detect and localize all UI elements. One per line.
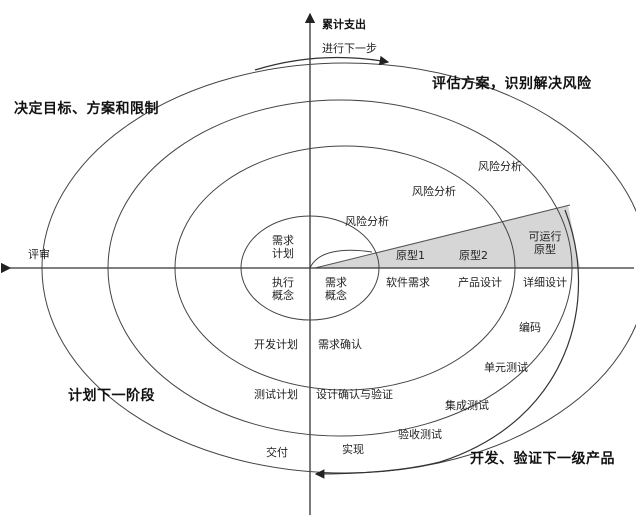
phase-software-req: 软件需求 (386, 276, 430, 289)
quadrant-bottom-right: 开发、验证下一级产品 (470, 451, 615, 467)
phase-operation-concept: 执行 概念 (272, 276, 294, 302)
risk-analysis-2: 风险分析 (412, 185, 456, 198)
step-acceptance-test: 验收测试 (398, 428, 442, 441)
step-integration-test: 集成测试 (445, 399, 489, 412)
forward-label: 进行下一步 (322, 42, 377, 55)
check-implementation: 实现 (342, 443, 364, 456)
quadrant-bottom-left: 计划下一阶段 (68, 388, 155, 404)
prototype-1: 原型1 (396, 249, 425, 262)
step-unit-test: 单元测试 (484, 361, 528, 374)
plan-delivery: 交付 (266, 446, 288, 459)
spiral-ring-2 (174, 145, 516, 391)
y-axis-title: 累计支出 (322, 18, 366, 31)
wedge-edge (314, 204, 571, 269)
risk-analysis-1: 风险分析 (345, 215, 389, 228)
spiral-ring-3 (107, 99, 573, 437)
check-requirements: 需求确认 (318, 338, 362, 351)
review-label: 评审 (28, 248, 50, 261)
plan-test: 测试计划 (254, 388, 298, 401)
risk-analysis-3: 风险分析 (478, 160, 522, 173)
phase-product-design: 产品设计 (458, 276, 502, 289)
plan-development: 开发计划 (254, 338, 298, 351)
phase-concept: 需求 概念 (325, 276, 347, 302)
spiral-start (309, 249, 373, 269)
spiral-ring-1 (240, 215, 380, 321)
phase-requirements-plan: 需求 计划 (272, 234, 294, 260)
step-coding: 编码 (519, 321, 541, 334)
prototype-operational: 可运行 原型 (528, 230, 562, 256)
quadrant-top-right: 评估方案，识别解决风险 (432, 76, 592, 92)
prototype-2: 原型2 (459, 249, 488, 262)
progress-arrow (254, 55, 390, 71)
quadrant-top-left: 决定目标、方案和限制 (14, 101, 159, 117)
check-design: 设计确认与验证 (316, 388, 393, 401)
phase-detail-design: 详细设计 (523, 276, 567, 289)
outer-spiral-arrow (314, 209, 580, 479)
